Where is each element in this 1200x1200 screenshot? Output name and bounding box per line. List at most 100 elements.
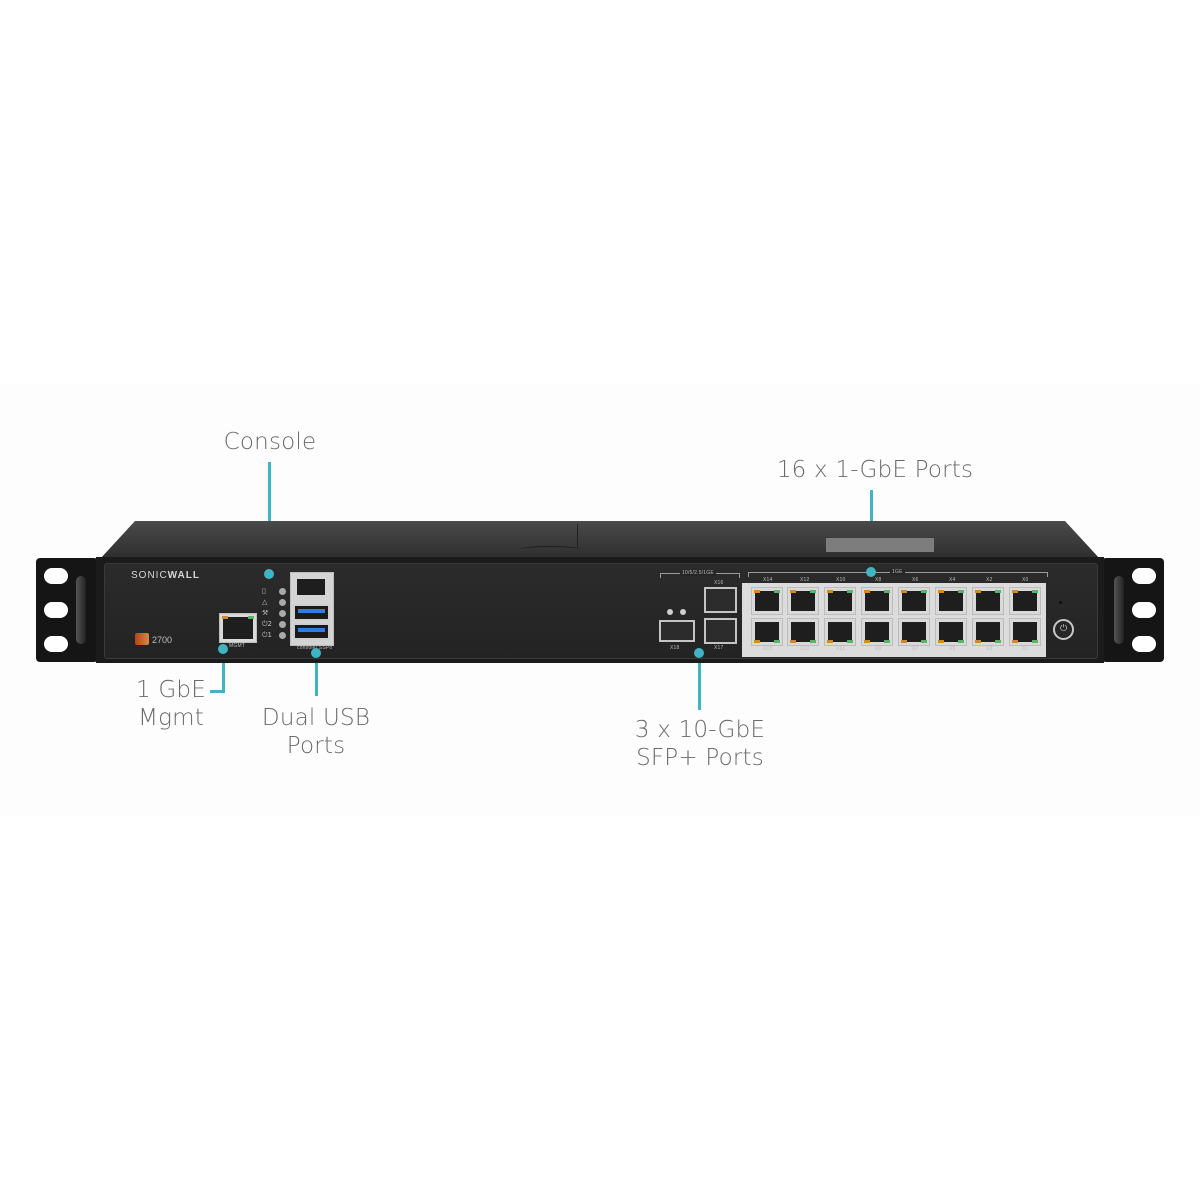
port-label: X13 [800, 646, 810, 652]
alert-icon: △ [262, 598, 268, 606]
reset-pinhole[interactable] [1059, 601, 1062, 604]
console-port[interactable] [294, 576, 328, 598]
sfp-port-x16[interactable] [704, 587, 737, 613]
link-led-icon [901, 590, 907, 593]
rack-handle [76, 576, 86, 644]
activity-led-icon [1032, 590, 1038, 593]
rj45-jack [755, 622, 779, 642]
activity-led-icon [921, 590, 927, 593]
power-1-icon: ⏻1 [262, 631, 272, 639]
port-x12[interactable] [787, 587, 819, 615]
brand-prefix: SONIC [131, 570, 168, 581]
callout-dot-sfp [694, 648, 704, 658]
link-led-icon [827, 590, 833, 593]
rack-ear-hole [44, 568, 68, 584]
usb-tongue-icon [298, 628, 325, 632]
usb-port-1[interactable] [293, 604, 330, 621]
rj45-jack [939, 622, 963, 642]
activity-led-icon [884, 640, 890, 643]
port-x1[interactable] [1009, 618, 1041, 646]
link-led-icon [864, 640, 870, 643]
callout-dot-mgmt [218, 644, 228, 654]
port-label: X8 [875, 577, 882, 583]
rj45-jack [828, 622, 852, 642]
port-label: X12 [800, 577, 810, 583]
sfp-port-x18[interactable] [659, 620, 695, 642]
link-led-icon [790, 640, 796, 643]
port-x0[interactable] [1009, 587, 1041, 615]
sfp-group-label: 10/5/2.5/1GE [680, 570, 716, 576]
port-label: X1 [1022, 646, 1029, 652]
activity-led-icon [810, 590, 816, 593]
activity-led-icon [774, 590, 780, 593]
usb-tongue-icon [298, 609, 325, 613]
link-led-icon [975, 640, 981, 643]
storage-icon: ▯ [262, 587, 266, 595]
model-number: 2700 [152, 635, 173, 645]
activity-led-icon [774, 640, 780, 643]
rj45-jack [297, 579, 325, 595]
sfp-led [680, 609, 686, 615]
port-x7[interactable] [898, 618, 930, 646]
link-led-icon [864, 590, 870, 593]
activity-led-icon [1032, 640, 1038, 643]
callout-dot-usb [311, 648, 321, 658]
link-led-icon [1012, 590, 1018, 593]
port-label: X2 [986, 577, 993, 583]
rj45-jack [828, 591, 852, 611]
port-x3[interactable] [972, 618, 1004, 646]
rack-ear-left [36, 558, 98, 662]
rack-ear-right [1102, 558, 1164, 662]
rj45-jack [791, 591, 815, 611]
port-x2[interactable] [972, 587, 1004, 615]
callout-mgmt-line1: 1 GbE [136, 677, 206, 703]
chassis-top-curve [520, 546, 580, 553]
port-x5[interactable] [935, 618, 967, 646]
link-led-icon [938, 640, 944, 643]
sfp-port-x17[interactable] [704, 618, 737, 644]
callout-mgmt: 1 GbE Mgmt [126, 676, 216, 732]
usb-port-2[interactable] [293, 623, 330, 640]
model-badge-icon [135, 633, 149, 645]
port-x13[interactable] [787, 618, 819, 646]
mgmt-label: MGMT [229, 643, 246, 649]
rj45-jack [865, 591, 889, 611]
link-led-icon [754, 590, 760, 593]
callout-console: Console [223, 429, 317, 455]
sfp-port-label-x17: X17 [714, 645, 724, 651]
port-x14[interactable] [751, 587, 783, 615]
activity-led-icon [958, 590, 964, 593]
rj-group-label: 1GE [890, 569, 905, 575]
port-x15[interactable] [751, 618, 783, 646]
activity-led-icon [921, 640, 927, 643]
port-x6[interactable] [898, 587, 930, 615]
callout-usb: Dual USB Ports [250, 704, 382, 760]
callout-usb-line2: Ports [286, 733, 346, 759]
port-x4[interactable] [935, 587, 967, 615]
link-led-icon [827, 640, 833, 643]
port-label: X11 [836, 646, 846, 652]
port-label: X7 [912, 646, 919, 652]
port-label: X10 [836, 577, 846, 583]
callout-dot-console [264, 569, 274, 579]
mgmt-port[interactable] [219, 613, 257, 643]
power-icon: ⏻ [1059, 624, 1068, 634]
port-label: X6 [912, 577, 919, 583]
link-led-icon [754, 640, 760, 643]
activity-led-icon [847, 590, 853, 593]
port-x9[interactable] [861, 618, 893, 646]
port-x8[interactable] [861, 587, 893, 615]
port-label: X9 [875, 646, 882, 652]
link-led-icon [938, 590, 944, 593]
activity-led-icon [810, 640, 816, 643]
link-led-icon [1012, 640, 1018, 643]
port-label: X0 [1022, 577, 1029, 583]
callout-line-console [268, 462, 271, 574]
power-2-icon: ⏻2 [262, 620, 272, 628]
power-button[interactable]: ⏻ [1053, 619, 1074, 640]
port-x11[interactable] [824, 618, 856, 646]
sfp-port-label-x18: X18 [670, 645, 680, 651]
callout-usb-line1: Dual USB [261, 705, 371, 731]
sfp-port-label-x16: X16 [714, 580, 724, 586]
port-x10[interactable] [824, 587, 856, 615]
